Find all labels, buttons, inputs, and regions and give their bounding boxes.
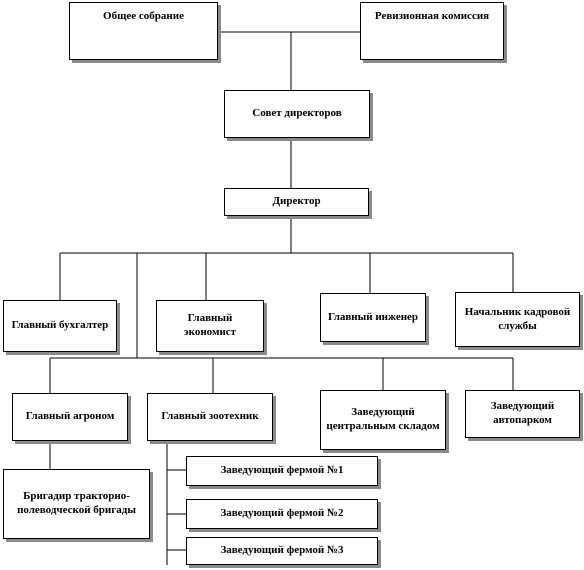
box-hr-head: Начальник кадровой службы bbox=[455, 292, 580, 347]
label-farm-1-head: Заведующий фермой №1 bbox=[220, 464, 344, 477]
box-farm-1-head: Заведующий фермой №1 bbox=[186, 456, 378, 486]
box-audit-commission: Ревизионная комиссия bbox=[360, 2, 504, 60]
label-field-brigade-leader: Бригадир тракторно-полеводческой бригады bbox=[17, 490, 136, 516]
label-farm-2-head: Заведующий фермой №2 bbox=[220, 507, 344, 520]
box-general-meeting: Общее собрание bbox=[69, 2, 218, 60]
label-hr-head: Начальник кадровой службы bbox=[464, 305, 571, 332]
label-farm-3-head: Заведующий фермой №3 bbox=[220, 544, 344, 557]
label-audit-commission: Ревизионная комиссия bbox=[374, 10, 490, 22]
box-board-of-directors: Совет директоров bbox=[224, 90, 370, 138]
label-general-meeting: Общее собрание bbox=[103, 10, 184, 22]
label-chief-zootechnician: Главный зоотехник bbox=[161, 410, 259, 423]
box-chief-agronomist: Главный агроном bbox=[12, 393, 128, 441]
box-farm-2-head: Заведующий фермой №2 bbox=[186, 499, 378, 529]
box-chief-accountant: Главный бухгалтер bbox=[3, 300, 117, 352]
box-motor-pool-head: Заведующий автопарком bbox=[465, 390, 580, 438]
box-director: Директор bbox=[224, 188, 369, 216]
label-chief-economist: Главный экономист bbox=[183, 312, 237, 338]
label-chief-engineer: Главный инженер bbox=[327, 310, 419, 323]
box-farm-3-head: Заведующий фермой №3 bbox=[186, 537, 378, 565]
box-chief-economist: Главный экономист bbox=[156, 300, 264, 352]
label-board-of-directors: Совет директоров bbox=[252, 107, 342, 120]
box-field-brigade-leader: Бригадир тракторно-полеводческой бригады bbox=[3, 469, 150, 539]
label-central-warehouse-head: Заведующий центральным складом bbox=[326, 406, 440, 432]
label-chief-agronomist: Главный агроном bbox=[25, 410, 115, 423]
label-chief-accountant: Главный бухгалтер bbox=[11, 319, 109, 332]
box-chief-engineer: Главный инженер bbox=[320, 293, 426, 342]
label-motor-pool-head: Заведующий автопарком bbox=[490, 400, 555, 426]
box-central-warehouse-head: Заведующий центральным складом bbox=[320, 390, 446, 450]
label-director: Директор bbox=[272, 195, 321, 208]
box-chief-zootechnician: Главный зоотехник bbox=[147, 393, 273, 441]
